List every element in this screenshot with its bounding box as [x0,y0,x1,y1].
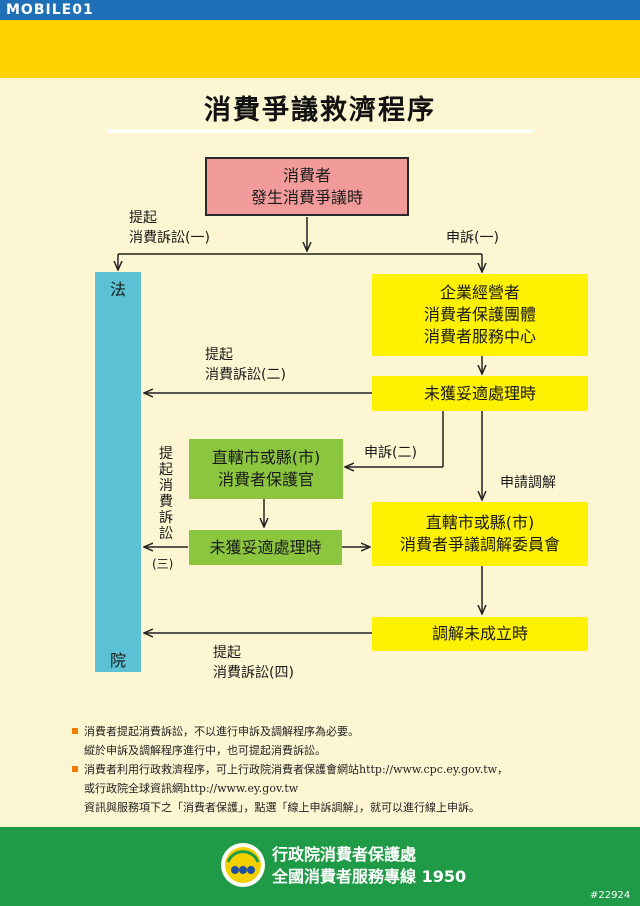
court-bar [95,272,141,672]
court-label-bottom: 院 [109,651,126,670]
lawsuit-3-vertical-label: 提 起 消 費 訴 訟 [157,446,175,542]
title-underline [107,129,533,133]
watermark: #22924 [590,890,631,901]
mediation-committee-box: 直轄市或縣(市) 消費者爭議調解委員會 [372,502,588,566]
footer-band [0,827,640,906]
lawsuit-4-line-2: 消費訴訟(四) [213,665,294,681]
lawsuit-1-label: 提起 消費訴訟(一) [129,208,210,248]
note-line: 資訊與服務項下之「消費者保護」，點選「線上申訴調解」，就可以進行線上申訴。 [84,801,480,814]
lawsuit-2-line-1: 提起 [205,347,233,363]
lawsuit-1-line-2: 消費訴訟(一) [129,230,210,246]
header-band [0,20,640,78]
court-label-top: 法 [109,280,126,299]
top-bar: MOBILE01 [0,0,640,20]
note-line: 或行政院全球資訊網http://www.ey.gov.tw [84,782,299,795]
not-resolved-box-2: 未獲妥適處理時 [189,530,342,565]
officer-line-2: 消費者保護官 [217,470,314,489]
mediation-line-2: 消費者爭議調解委員會 [399,535,560,554]
mediation-failed-box: 調解未成立時 [372,617,588,651]
lawsuit-3-char: 費 [159,494,173,510]
consumer-protection-seal-icon [221,843,265,887]
page-title: 消費爭議救濟程序 [204,95,436,126]
agency-name: 行政院消費者保護處 [272,845,417,864]
lawsuit-1-line-1: 提起 [129,210,157,226]
lawsuit-3-char: 起 [159,462,173,478]
complaint-2-label: 申訴(二) [364,445,417,461]
note-line: 縱於申訴及調解程序進行中，也可提起消費訴訟。 [84,744,326,757]
lawsuit-3-char: 提 [159,446,173,462]
note-line: 消費者提起消費訴訟，不以進行申訴及調解程序為必要。 [84,725,359,738]
note-item: 消費者利用行政救濟程序，可上行政院消費者保護會網站http://www.cpc.… [72,760,602,817]
not-resolved-box-1: 未獲妥適處理時 [372,376,588,411]
consumer-protection-officer-box: 直轄市或縣(市) 消費者保護官 [189,439,343,499]
lawsuit-3-char: 訟 [159,526,173,542]
note-item: 消費者提起消費訴訟，不以進行申訴及調解程序為必要。 縱於申訴及調解程序進行中，也… [72,722,602,760]
officer-line-1: 直轄市或縣(市) [211,448,321,467]
lawsuit-3-char: 消 [159,478,173,494]
bullet-icon [72,766,78,772]
consumer-dispute-box: 消費者 發生消費爭議時 [205,157,409,216]
lawsuit-3-number: (三) [152,557,174,571]
consumer-line-1: 消費者 [282,165,331,185]
mediation-line-1: 直轄市或縣(市) [425,513,535,532]
lawsuit-4-label: 提起 消費訴訟(四) [213,643,294,683]
site-logo[interactable]: MOBILE01 [6,2,94,18]
note-line: 消費者利用行政救濟程序，可上行政院消費者保護會網站http://www.cpc.… [84,763,509,776]
lawsuit-4-line-1: 提起 [213,645,241,661]
complaint-1-label: 申訴(一) [446,230,499,246]
apply-mediation-label: 申請調解 [500,475,556,491]
lawsuit-2-label: 提起 消費訴訟(二) [205,345,286,385]
business-box: 企業經營者 消費者保護團體 消費者服務中心 [372,274,588,356]
business-line-3: 消費者服務中心 [423,327,536,346]
consumer-line-2: 發生消費爭議時 [250,187,363,207]
lawsuit-2-line-2: 消費訴訟(二) [205,367,286,383]
business-line-2: 消費者保護團體 [423,305,536,324]
service-hotline: 全國消費者服務專線 1950 [272,867,467,886]
bullet-icon [72,728,78,734]
business-line-1: 企業經營者 [439,283,520,302]
lawsuit-3-char: 訴 [159,510,173,526]
notes-section: 消費者提起消費訴訟，不以進行申訴及調解程序為必要。 縱於申訴及調解程序進行中，也… [72,722,602,817]
